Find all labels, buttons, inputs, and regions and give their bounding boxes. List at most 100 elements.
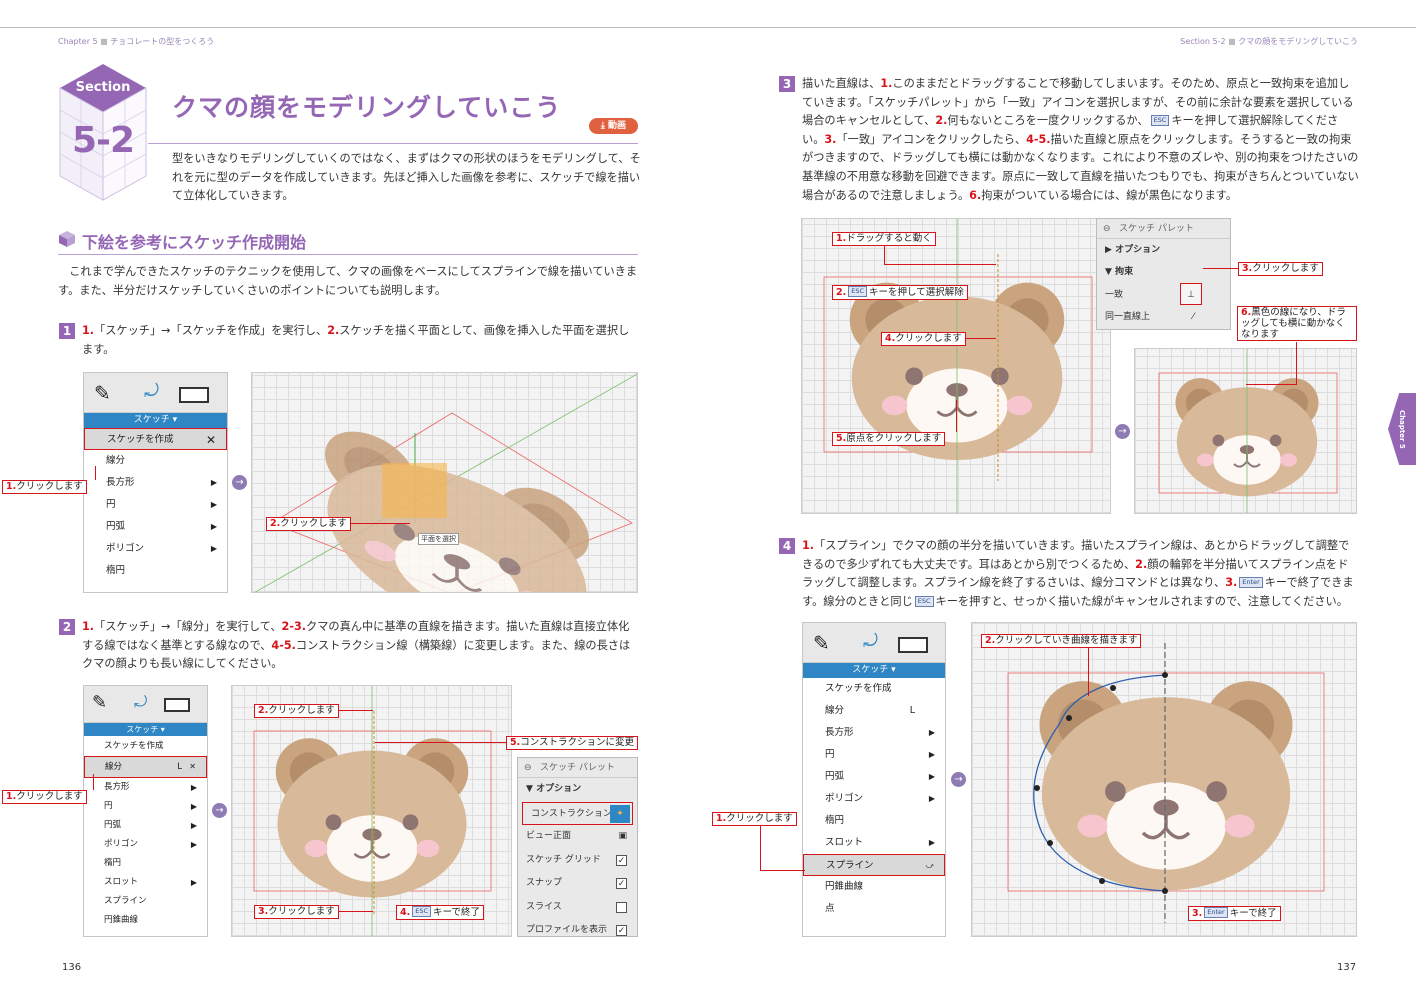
view-cube-icon[interactable]: ▣ — [618, 831, 627, 841]
menu-item-polygon[interactable]: ポリゴン▶ — [84, 835, 207, 854]
menu-item-create-sketch[interactable]: スケッチを作成✕ — [84, 428, 227, 450]
sketch-canvas-result[interactable] — [1134, 348, 1357, 514]
sketch-grid-row[interactable]: スケッチ グリッド ✓ — [518, 849, 637, 873]
section-label: Section 5-2 — [1180, 37, 1226, 46]
running-header-left: Chapter 5 ■ チョコレートの型をつくろう — [58, 36, 214, 47]
square-icon: ■ — [100, 37, 108, 46]
menu-item-circle[interactable]: 円▶ — [84, 797, 207, 816]
checkbox-unchecked[interactable] — [616, 901, 627, 913]
menu-item-slot[interactable]: スロット▶ — [84, 873, 207, 892]
sketch-dropdown[interactable]: スケッチ ▾ — [803, 663, 945, 678]
construction-row[interactable]: コンストラクション✦ — [522, 801, 633, 825]
download-icon: ⤓ — [600, 121, 605, 131]
snap-row[interactable]: スナップ✓ — [518, 872, 637, 896]
checkbox-checked[interactable]: ✓ — [616, 925, 627, 936]
callout-6: 6.黒色の線になり、ドラッグしても横に動かなくなります — [1237, 306, 1357, 341]
callout-leader — [884, 264, 996, 265]
shortcut: L — [909, 705, 915, 716]
menu-item-circle[interactable]: 円▶ — [84, 494, 227, 516]
menu-item-rectangle[interactable]: 長方形▶ — [84, 778, 207, 797]
callout-leader — [760, 870, 805, 871]
title-rule — [148, 143, 638, 144]
row-label: プロファイルを表示 — [526, 925, 608, 935]
line-tool-icon[interactable]: ⤾ — [134, 692, 148, 711]
menu-item-spline[interactable]: スプライン⤻ — [803, 854, 945, 876]
menu-item-polygon[interactable]: ポリゴン▶ — [84, 538, 227, 560]
rectangle-tool-icon[interactable] — [164, 698, 190, 712]
callout-leader — [1088, 646, 1089, 696]
collinear-row[interactable]: 同一直線上⁄ — [1097, 307, 1230, 327]
menu-item-line[interactable]: 線分 — [106, 455, 126, 466]
menu-item-create-sketch[interactable]: スケッチを作成 — [104, 741, 164, 751]
palette-title: スケッチ パレット — [540, 763, 615, 773]
close-icon[interactable]: ✕ — [189, 762, 196, 771]
construction-icon[interactable]: ✦ — [610, 804, 630, 823]
menu-item-rectangle[interactable]: 長方形▶ — [84, 472, 227, 494]
menu-item-slot[interactable]: スロット▶ — [803, 832, 945, 854]
collapse-icon[interactable]: ⊖ — [1103, 224, 1111, 234]
palette-header[interactable]: ⊖ スケッチ パレット — [1097, 219, 1230, 239]
sketch-dropdown[interactable]: スケッチ ▾ — [84, 723, 207, 736]
callout-2: 2.クリックしていき曲線を描きます — [981, 634, 1142, 648]
menu-item-arc[interactable]: 円弧▶ — [84, 516, 227, 538]
slice-row[interactable]: スライス — [518, 896, 637, 920]
menu-item-arc[interactable]: 円弧▶ — [803, 766, 945, 788]
callout-text: クリックします — [16, 791, 83, 802]
collinear-icon[interactable]: ⁄ — [1192, 312, 1194, 322]
menu-item-circle[interactable]: 円▶ — [803, 744, 945, 766]
rectangle-tool-icon[interactable] — [179, 387, 209, 403]
chevron-right-icon: ▶ — [928, 838, 935, 847]
coincident-icon[interactable]: ⊥ — [1180, 283, 1202, 305]
sketch-canvas[interactable] — [231, 685, 512, 937]
menu-item-spline[interactable]: スプライン — [104, 896, 147, 906]
menu-item-conic[interactable]: 円錐曲線 — [825, 881, 864, 892]
menu-item-rectangle[interactable]: 長方形▶ — [803, 722, 945, 744]
checkbox-checked[interactable]: ✓ — [616, 878, 627, 889]
options-section[interactable]: ▼ オプション — [526, 784, 582, 794]
menu-label: ポリゴン — [104, 839, 139, 849]
viewport-3d[interactable]: 平面を選択 — [251, 372, 638, 593]
sketch-canvas[interactable] — [971, 622, 1357, 937]
palette-title: スケッチ パレット — [1119, 224, 1194, 234]
palette-header[interactable]: ⊖ スケッチ パレット — [518, 758, 637, 778]
video-button[interactable]: ⤓ 動画 — [589, 118, 638, 134]
menu-label: 円 — [104, 801, 113, 811]
collapse-icon[interactable]: ⊖ — [524, 763, 532, 773]
step-marker: 4-5. — [1026, 132, 1051, 146]
coincident-row[interactable]: 一致⊥ — [1097, 283, 1230, 307]
menu-item-create-sketch[interactable]: スケッチを作成 — [825, 683, 892, 694]
line-tool-icon[interactable]: ⤾ — [863, 631, 878, 652]
step-marker: 1. — [880, 77, 893, 90]
menu-item-ellipse[interactable]: 楕円 — [106, 565, 126, 576]
sketch-dropdown[interactable]: スケッチ ▾ — [84, 413, 227, 428]
options-section[interactable]: ▶ オプション — [1105, 245, 1161, 255]
menu-item-arc[interactable]: 円弧▶ — [84, 816, 207, 835]
line-tool-icon[interactable]: ⤾ — [144, 381, 159, 402]
menu-item-ellipse[interactable]: 楕円 — [104, 858, 122, 868]
create-sketch-icon[interactable]: ✎ — [813, 631, 830, 655]
menu-item-polygon[interactable]: ポリゴン▶ — [803, 788, 945, 810]
menu-item-conic[interactable]: 円錐曲線 — [104, 915, 139, 925]
row-label: スケッチ グリッド — [526, 854, 601, 865]
show-profile-row[interactable]: プロファイルを表示 ✓ — [518, 919, 637, 943]
constraints-section[interactable]: ▼ 拘束 — [1105, 267, 1134, 277]
shortcut: L — [177, 762, 182, 772]
sketch-palette: ⊖ スケッチ パレット ▼ オプション コンストラクション✦ ビュー正面▣ スケッ… — [517, 757, 638, 937]
close-icon[interactable]: ✕ — [205, 433, 216, 447]
checkbox-checked[interactable]: ✓ — [616, 854, 627, 866]
menu-item-point[interactable]: 点 — [825, 903, 835, 914]
view-front-row[interactable]: ビュー正面▣ — [518, 825, 637, 849]
text-run: キーを押して選択解除してください。 — [802, 114, 1339, 146]
rectangle-tool-icon[interactable] — [898, 637, 928, 653]
chapter-tab[interactable]: Chapter 5 — [1388, 393, 1416, 465]
sketch-canvas[interactable] — [801, 218, 1111, 514]
row-label: コンストラクション — [531, 808, 612, 819]
menu-item-ellipse[interactable]: 楕円 — [825, 815, 845, 826]
create-sketch-icon[interactable]: ✎ — [94, 381, 111, 405]
create-sketch-icon[interactable]: ✎ — [92, 692, 108, 713]
text-run: 「スケッチ」→「線分」を実行して、 — [94, 620, 282, 633]
section-title: クマの顔をモデリングしていこう — [172, 93, 562, 122]
